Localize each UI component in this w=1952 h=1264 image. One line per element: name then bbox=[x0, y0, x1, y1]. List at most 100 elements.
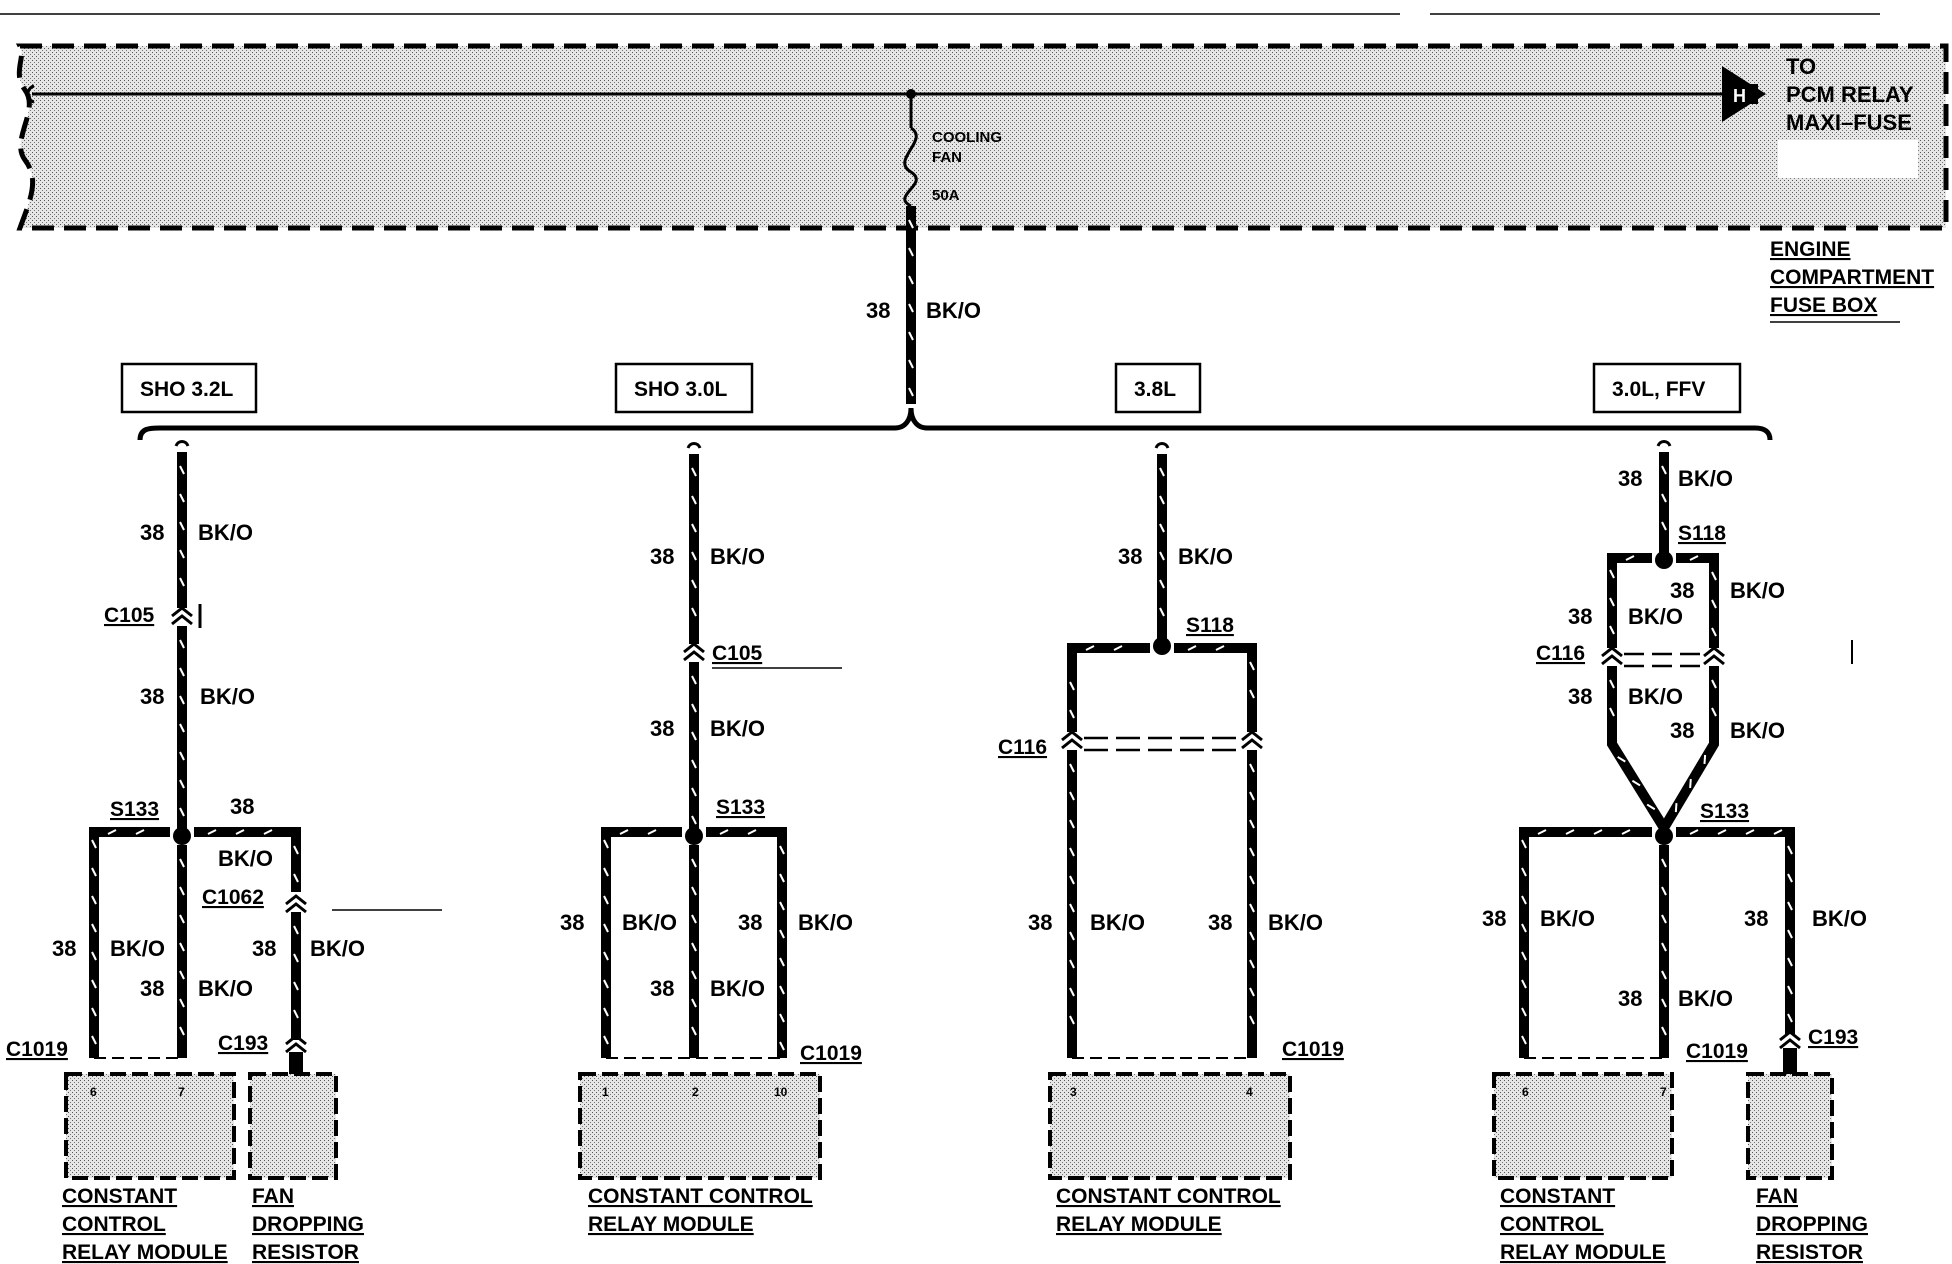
wire-lr-num: 38 bbox=[1670, 718, 1694, 743]
wire-top-color: BK/O bbox=[710, 544, 765, 569]
wire-right-top-num: 38 bbox=[230, 794, 254, 819]
wire-center-num: 38 bbox=[140, 976, 164, 1001]
module-name-line1: CONSTANT bbox=[62, 1185, 177, 1208]
c116-connector-icon bbox=[1601, 646, 1725, 666]
module-name-line2: RELAY MODULE bbox=[1056, 1213, 1222, 1236]
fuse-box-outline bbox=[15, 43, 1949, 231]
version-label: SHO 3.0L bbox=[634, 378, 728, 401]
wire-left-num: 38 bbox=[52, 936, 76, 961]
c105-connector-icon bbox=[171, 606, 193, 626]
wire-lr-color: BK/O bbox=[1730, 718, 1785, 743]
main-wire-color: BK/O bbox=[926, 298, 981, 323]
c193-label: C193 bbox=[218, 1032, 268, 1055]
fan-dropping-resistor bbox=[248, 1072, 338, 1180]
s133-label: S133 bbox=[1700, 800, 1749, 823]
constant-control-relay-module bbox=[578, 1072, 822, 1180]
wire-center-num: 38 bbox=[650, 976, 674, 1001]
s118-label: S118 bbox=[1678, 522, 1726, 545]
module-name-line2: RELAY MODULE bbox=[588, 1213, 754, 1236]
c116-connector-icon bbox=[1061, 730, 1263, 750]
wire-left-num: 38 bbox=[1482, 906, 1506, 931]
pcm-relay-label: PCM RELAY bbox=[1786, 82, 1914, 107]
wire-mid-num: 38 bbox=[140, 684, 164, 709]
version-box bbox=[614, 362, 754, 414]
c1062-label: C1062 bbox=[202, 886, 264, 909]
wire-right-color: BK/O bbox=[310, 936, 365, 961]
module-pin-2: 7 bbox=[1660, 1085, 1667, 1099]
c1019-label: C1019 bbox=[800, 1042, 862, 1065]
module-name-line1: CONSTANT CONTROL bbox=[588, 1185, 813, 1208]
fuse-box-name-line1: ENGINE bbox=[1770, 238, 1851, 261]
wire-right-num: 38 bbox=[252, 936, 276, 961]
wire-right-num: 38 bbox=[1744, 906, 1768, 931]
wire-top-color: BK/O bbox=[1178, 544, 1233, 569]
variant-sho-3-2l: SHO 3.2L 38 BK/O C105 38 BK/O S133 38 BK… bbox=[6, 362, 442, 1264]
wire-mid-color: BK/O bbox=[200, 684, 255, 709]
wire-left-color: BK/O bbox=[622, 910, 677, 935]
variant-3-0l-ffv: 3.0L, FFV 38 BK/O S118 38 BK/O 38 BK/O C… bbox=[1482, 362, 1868, 1264]
c193-label: C193 bbox=[1808, 1026, 1858, 1049]
c1019-label: C1019 bbox=[1282, 1038, 1344, 1061]
c116-label: C116 bbox=[1536, 642, 1585, 665]
wire-top-num: 38 bbox=[1118, 544, 1142, 569]
wire-center-color: BK/O bbox=[710, 976, 765, 1001]
wire-ur-num: 38 bbox=[1670, 578, 1694, 603]
resistor-name-line3: RESISTOR bbox=[1756, 1241, 1863, 1264]
resistor-name-line1: FAN bbox=[252, 1185, 294, 1208]
main-feed-wire: 38 BK/O bbox=[866, 206, 981, 404]
c193-connector-icon bbox=[285, 1034, 307, 1054]
wire-top-num: 38 bbox=[650, 544, 674, 569]
wire-top-num: 38 bbox=[1618, 466, 1642, 491]
fuse-label-cooling: COOLING bbox=[932, 129, 1002, 146]
c105-label: C105 bbox=[712, 642, 763, 665]
resistor-name-line2: DROPPING bbox=[252, 1213, 364, 1236]
variant-sho-3-0l: SHO 3.0L 38 BK/O C105 38 BK/O S133 38 BK… bbox=[560, 362, 862, 1236]
module-pin-1: 1 bbox=[602, 1085, 609, 1099]
s133-splice-icon bbox=[685, 827, 703, 845]
c105-connector-icon bbox=[683, 642, 705, 662]
wire-top-num: 38 bbox=[140, 520, 164, 545]
module-name-line1: CONSTANT bbox=[1500, 1185, 1615, 1208]
cooling-fan-fuse-icon bbox=[903, 126, 918, 208]
wire-ll-color: BK/O bbox=[1628, 684, 1683, 709]
wire-left-color: BK/O bbox=[1540, 906, 1595, 931]
wire-ul-num: 38 bbox=[1568, 604, 1592, 629]
module-name-line3: RELAY MODULE bbox=[1500, 1241, 1666, 1264]
s118-splice-icon bbox=[1655, 551, 1673, 569]
module-pin-1: 6 bbox=[90, 1085, 97, 1099]
resistor-name-line1: FAN bbox=[1756, 1185, 1798, 1208]
module-pin-2: 7 bbox=[178, 1085, 185, 1099]
version-label: 3.8L bbox=[1134, 378, 1176, 401]
fuse-box-name-line2: COMPARTMENT bbox=[1770, 266, 1934, 289]
fuse-box-blank-area bbox=[1778, 140, 1918, 178]
wire-right-top-color: BK/O bbox=[218, 846, 273, 871]
wire-left-color: BK/O bbox=[110, 936, 165, 961]
module-name-line3: RELAY MODULE bbox=[62, 1241, 228, 1264]
variant-brace bbox=[137, 407, 1773, 441]
module-pin-1: 6 bbox=[1522, 1085, 1529, 1099]
constant-control-relay-module bbox=[1048, 1072, 1292, 1180]
fuse-box-name-line3: FUSE BOX bbox=[1770, 294, 1877, 317]
h-connector-label: H bbox=[1733, 86, 1746, 106]
c1019-label: C1019 bbox=[1686, 1040, 1748, 1063]
wire-top-color: BK/O bbox=[1678, 466, 1733, 491]
c193-connector-icon bbox=[1779, 1030, 1801, 1050]
engine-compartment-fuse-box: H TO PCM RELAY MAXI–FUSE COOLING FAN 50A… bbox=[15, 43, 1949, 323]
wire-mid-color: BK/O bbox=[710, 716, 765, 741]
to-label: TO bbox=[1786, 54, 1816, 79]
wire-right-color: BK/O bbox=[1268, 910, 1323, 935]
version-label: 3.0L, FFV bbox=[1612, 378, 1705, 401]
constant-control-relay-module bbox=[64, 1072, 236, 1180]
version-box bbox=[1592, 362, 1742, 414]
wire-left-num: 38 bbox=[560, 910, 584, 935]
s133-splice-icon bbox=[1655, 827, 1673, 845]
module-name-line2: CONTROL bbox=[62, 1213, 166, 1236]
c116-label: C116 bbox=[998, 736, 1047, 759]
resistor-name-line2: DROPPING bbox=[1756, 1213, 1868, 1236]
wire-right-num: 38 bbox=[738, 910, 762, 935]
main-wire-circuit: 38 bbox=[866, 298, 890, 323]
module-pin-2: 4 bbox=[1246, 1085, 1253, 1099]
module-name-line1: CONSTANT CONTROL bbox=[1056, 1185, 1281, 1208]
wire-mid-num: 38 bbox=[650, 716, 674, 741]
wire-top-color: BK/O bbox=[198, 520, 253, 545]
